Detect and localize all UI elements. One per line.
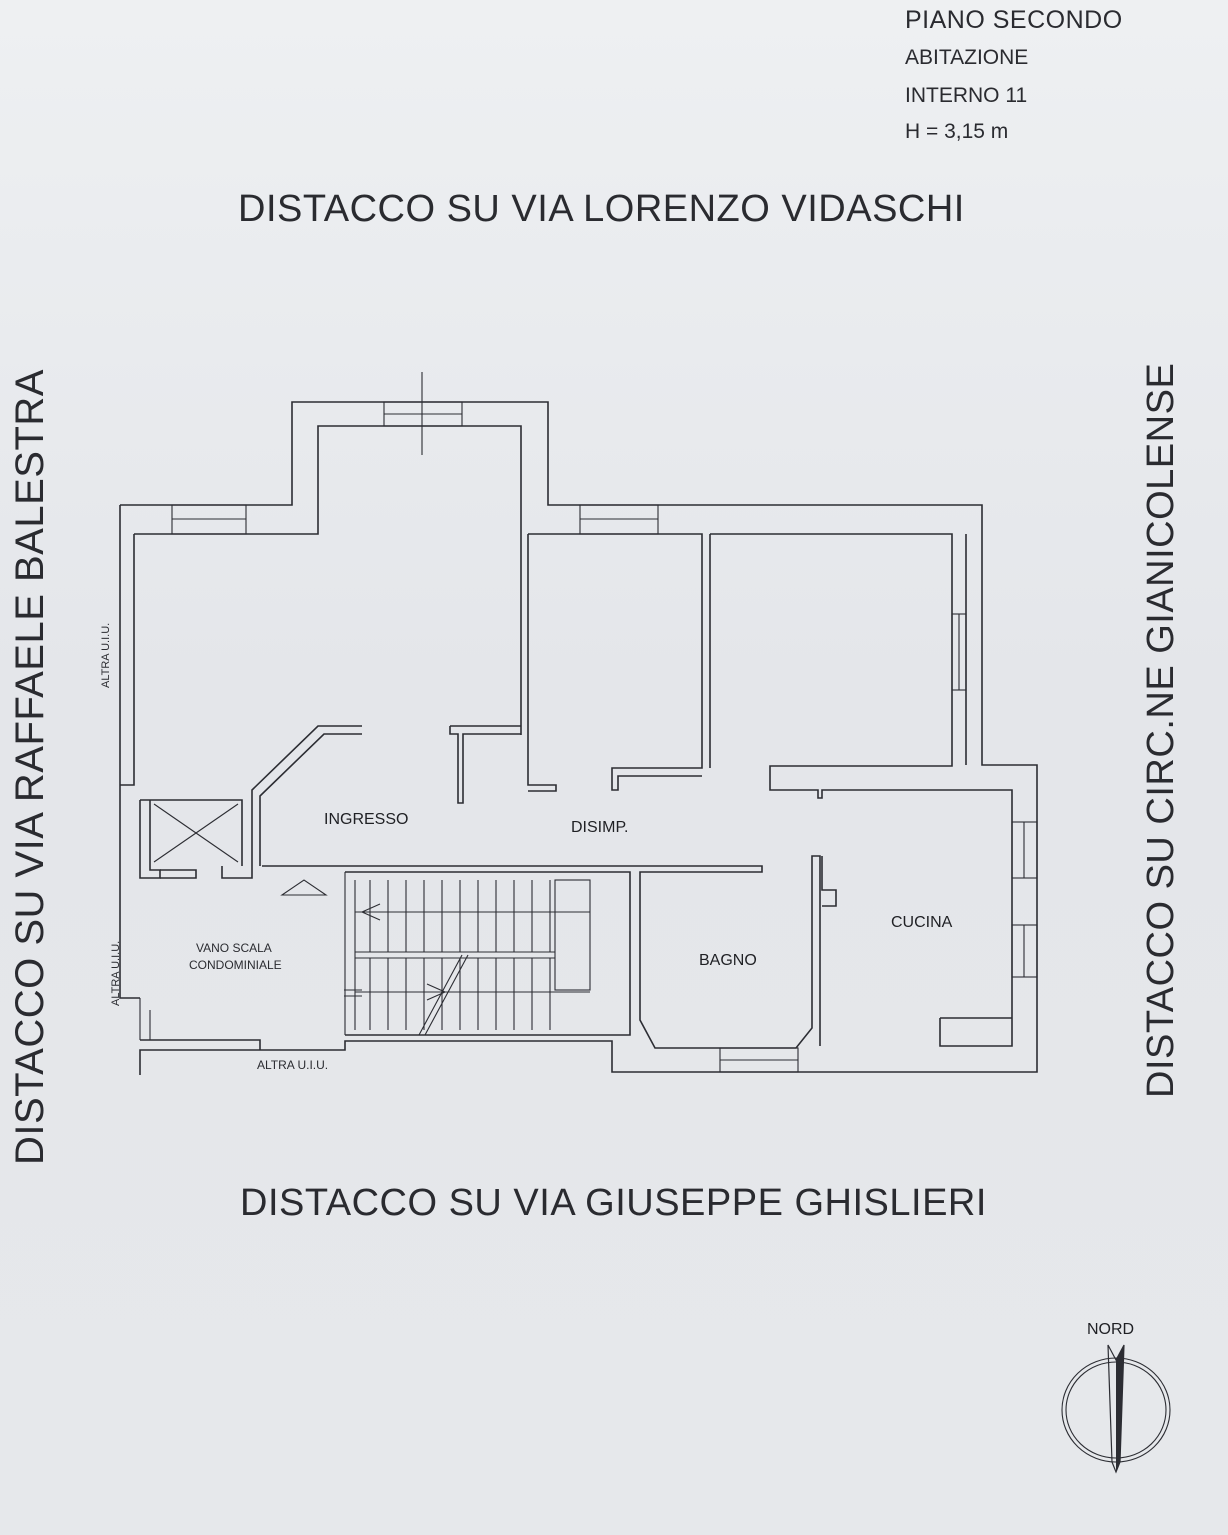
room-label-vano-scala: VANO SCALA bbox=[196, 941, 272, 955]
windows bbox=[171, 372, 1038, 1073]
unit-number: INTERNO 11 bbox=[905, 84, 1028, 107]
room-label-bagno: BAGNO bbox=[699, 952, 757, 969]
room-label-cucina: CUCINA bbox=[891, 914, 953, 931]
street-bottom: DISTACCO SU VIA GIUSEPPE GHISLIERI bbox=[240, 1182, 987, 1224]
interior-walls bbox=[139, 725, 1012, 1050]
floor-label: PIANO SECONDO bbox=[905, 6, 1123, 34]
neighbour-label-bottom: ALTRA U.I.U. bbox=[257, 1058, 328, 1072]
neighbour-label-left-lower: ALTRA U.I.U. bbox=[110, 941, 122, 1006]
room-label-disimp: DISIMP. bbox=[571, 819, 629, 836]
compass-label: NORD bbox=[1087, 1321, 1134, 1338]
property-type: ABITAZIONE bbox=[905, 46, 1029, 69]
north-compass: NORD bbox=[1061, 1321, 1171, 1474]
room-label-ingresso: INGRESSO bbox=[324, 811, 408, 828]
ceiling-height: H = 3,15 m bbox=[905, 120, 1009, 143]
outer-walls bbox=[119, 401, 1038, 1075]
room-label-condominiale: CONDOMINIALE bbox=[189, 958, 282, 972]
neighbour-label-left-upper: ALTRA U.I.U. bbox=[100, 623, 112, 688]
street-top: DISTACCO SU VIA LORENZO VIDASCHI bbox=[238, 188, 965, 230]
staircase bbox=[344, 872, 591, 1036]
